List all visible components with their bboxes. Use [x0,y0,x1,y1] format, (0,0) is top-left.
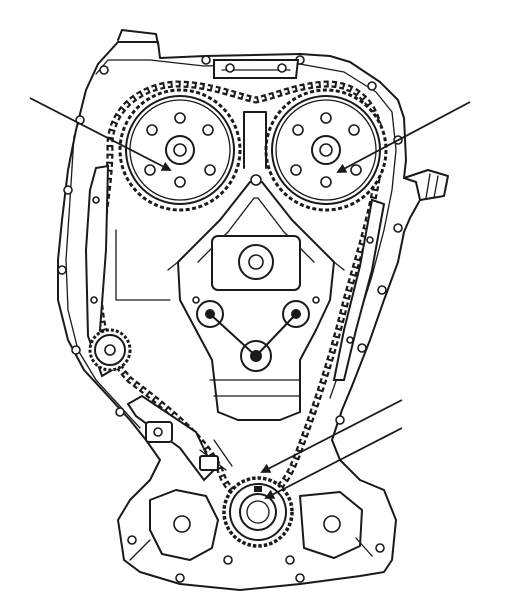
right-chain-guide [332,198,386,381]
crankshaft-sprocket [222,476,294,548]
idler-sprocket [88,328,132,372]
chain-guide [84,164,114,378]
chain-tensioner [126,394,216,482]
left-camshaft-sprocket [118,88,242,212]
arrow-crankshaft-upper [260,399,403,473]
right-camshaft-sprocket [264,88,388,212]
camshaft-cap [213,59,300,169]
arrow-crankshaft-lower [264,427,403,499]
arrow-left-camshaft [29,97,172,171]
cover-bolt-bosses [57,55,403,583]
arrow-right-camshaft [336,101,471,173]
water-pump-housing [129,439,373,565]
pointer-arrows [29,97,471,499]
center-bracket [115,174,345,421]
